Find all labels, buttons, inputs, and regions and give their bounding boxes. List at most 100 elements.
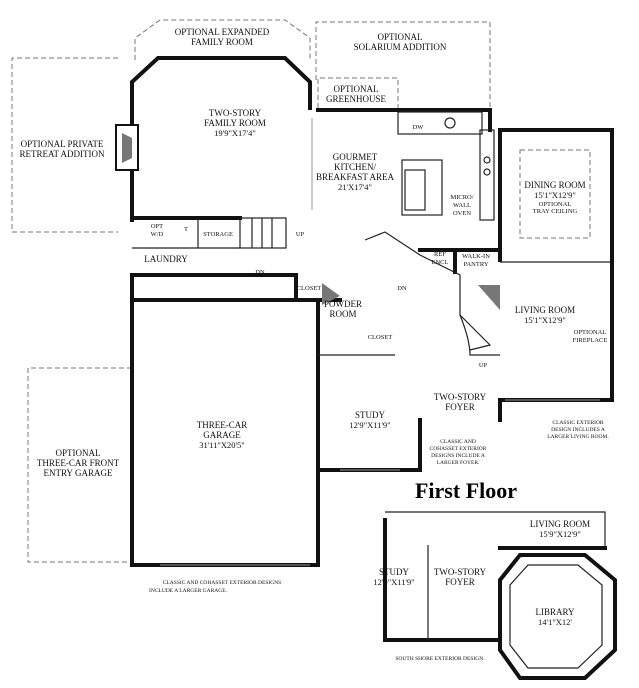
- classic-living-note-2: DESIGN INCLUDES A: [551, 427, 605, 433]
- up-label-stairs: UP: [479, 362, 488, 369]
- front-garage-label-3: ENTRY GARAGE: [44, 468, 113, 478]
- alt-living-dim: 15'9"X12'9": [539, 529, 581, 539]
- kitchen-label-1: GOURMET: [333, 152, 378, 162]
- dining-dim: 15'1"X12'9": [534, 190, 576, 200]
- kitchen-dim: 21'X17'4": [338, 182, 372, 192]
- kitchen-label-3: BREAKFAST AREA: [316, 172, 394, 182]
- alt-foyer-label-1: TWO-STORY: [434, 567, 487, 577]
- powder-label-2: ROOM: [329, 309, 356, 319]
- greenhouse-label-2: GREENHOUSE: [326, 94, 387, 104]
- page-title: First Floor: [415, 478, 517, 503]
- kitchen-counter-top: [397, 111, 483, 135]
- alt-foyer-label-2: FOYER: [445, 577, 475, 587]
- solarium-label-1: OPTIONAL: [378, 32, 423, 42]
- laundry-stairs: [239, 217, 287, 249]
- kitchen-label-2: KITCHEN/: [334, 162, 376, 172]
- laundry-label: LAUNDRY: [144, 254, 188, 264]
- garage-note-1: CLASSIC AND COHASSET EXTERIOR DESIGNS: [163, 580, 281, 586]
- solarium-outline: [315, 21, 491, 108]
- kitchen-island-inner: [404, 169, 426, 211]
- front-garage-label-2: THREE-CAR FRONT: [37, 458, 120, 468]
- kitchen-top-wall: [316, 108, 492, 132]
- family-room-label-1: TWO-STORY: [209, 108, 262, 118]
- micro-label-2: WALL: [453, 202, 471, 209]
- greenhouse-outline: [317, 77, 399, 108]
- fireplace-label-2: FIREPLACE: [573, 337, 608, 344]
- storage-label: STORAGE: [203, 231, 233, 238]
- walkin-label-2: PANTRY: [463, 261, 488, 268]
- dining-tray-ceiling: [519, 149, 591, 239]
- fireplace-label-1: OPTIONAL: [574, 329, 607, 336]
- expanded-family-outline: [134, 19, 311, 60]
- dining-wall: [498, 128, 614, 262]
- dining-opt-1: OPTIONAL: [539, 201, 572, 208]
- kitchen-island: [401, 159, 443, 216]
- study-label: STUDY: [355, 410, 386, 420]
- study-dim: 12'9"X11'9": [349, 420, 390, 430]
- classic-living-note-1: CLASSIC EXTERIOR: [552, 420, 604, 426]
- retreat-label-2: RETREAT ADDITION: [19, 149, 105, 159]
- up-label-laundry: UP: [296, 231, 305, 238]
- kitchen-counter-right: [479, 129, 495, 221]
- ref-label-2: ENCL: [432, 259, 449, 266]
- sink: [444, 117, 456, 129]
- opt-wd-label-2: W/D: [151, 231, 164, 238]
- garage-dim: 31'11"X20'5": [199, 440, 245, 450]
- closet-label-2: CLOSET: [368, 334, 393, 341]
- family-room-walls: [130, 56, 312, 222]
- classic-foyer-note-4: LARGER FOYER.: [437, 460, 480, 466]
- living-wall: [498, 358, 614, 422]
- burner: [483, 156, 491, 164]
- micro-label-3: OVEN: [453, 210, 471, 217]
- dn-label-stairs: DN: [397, 285, 407, 292]
- stair-landing: [478, 285, 500, 310]
- library-outline: [498, 553, 617, 680]
- alt-walls: [383, 518, 502, 642]
- family-fireplace-hearth: [122, 133, 132, 163]
- classic-foyer-note-2: COHASSET EXTERIOR: [430, 446, 487, 452]
- alt-wall-top: [385, 511, 606, 548]
- foyer-label-2: FOYER: [445, 402, 475, 412]
- alt-living-label: LIVING ROOM: [530, 519, 590, 529]
- solarium-label-2: SOLARIUM ADDITION: [354, 42, 447, 52]
- burner-2: [483, 168, 491, 176]
- expanded-family-label-1: OPTIONAL EXPANDED: [175, 27, 270, 37]
- main-stairs-curve: [459, 314, 500, 356]
- classic-foyer-note-3: DESIGNS INCLUDE A: [431, 453, 485, 459]
- living-dim: 15'1"X12'9": [524, 315, 566, 325]
- retreat-outline: [11, 57, 118, 233]
- dn-label-garage: DN: [255, 269, 265, 276]
- classic-living-note-3: LARGER LIVING ROOM.: [547, 434, 609, 440]
- main-stairs: [364, 231, 492, 351]
- closet-label: CLOSET: [297, 285, 322, 292]
- library-dim: 14'1"X12': [538, 617, 572, 627]
- foyer-label-1: TWO-STORY: [434, 392, 487, 402]
- front-garage-label-1: OPTIONAL: [56, 448, 101, 458]
- micro-label-1: MICRO/: [450, 194, 473, 201]
- walkin-label-1: WALK-IN: [462, 253, 490, 260]
- ref-label-1: REF: [434, 251, 446, 258]
- front-garage-outline: [27, 367, 132, 563]
- dining-opt-2: TRAY CEILING: [533, 208, 578, 215]
- dw-label: DW: [413, 124, 425, 131]
- retreat-label-1: OPTIONAL PRIVATE: [21, 139, 104, 149]
- closet-marker: [322, 283, 340, 305]
- garage-label-2: GARAGE: [203, 430, 241, 440]
- family-room-dim: 19'9"X17'4": [214, 128, 256, 138]
- expanded-family-label-2: FAMILY ROOM: [191, 37, 253, 47]
- south-shore-note: SOUTH SHORE EXTERIOR DESIGN.: [395, 656, 485, 662]
- t-label: T: [184, 226, 188, 233]
- garage-note-2: INCLUDE A LARGER GARAGE.: [149, 588, 228, 594]
- library-inner: [509, 564, 603, 669]
- family-room-label-2: FAMILY ROOM: [204, 118, 266, 128]
- dining-label: DINING ROOM: [524, 180, 585, 190]
- greenhouse-label-1: OPTIONAL: [334, 84, 379, 94]
- library-label: LIBRARY: [535, 607, 575, 617]
- opt-wd-label-1: OPT: [151, 223, 163, 230]
- alt-study-dim: 12'9"X11'9": [373, 577, 414, 587]
- classic-foyer-note-1: CLASSIC AND: [440, 439, 476, 445]
- living-label: LIVING ROOM: [515, 305, 575, 315]
- alt-study-label: STUDY: [379, 567, 410, 577]
- powder-label-1: POWDER: [324, 299, 362, 309]
